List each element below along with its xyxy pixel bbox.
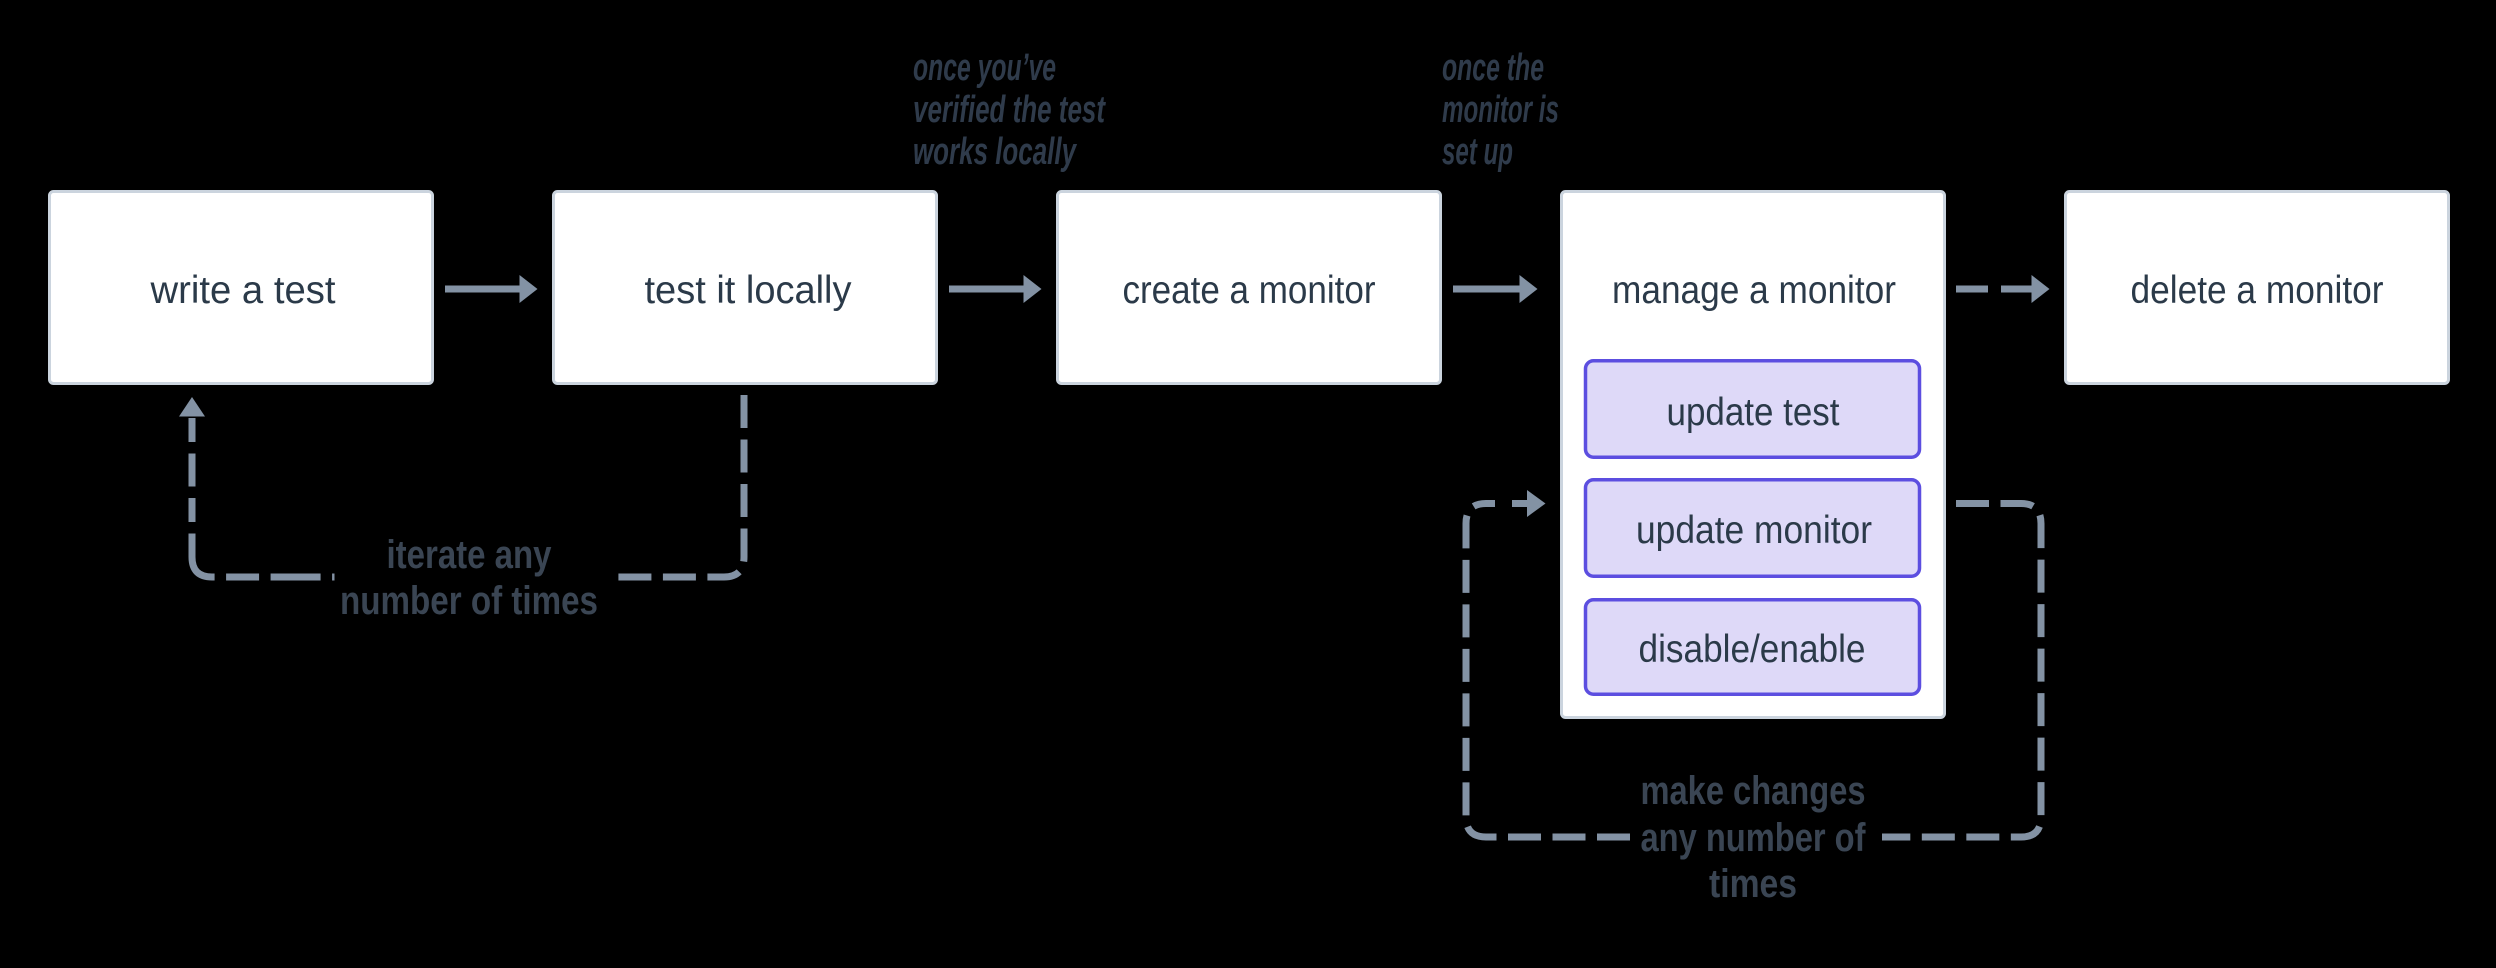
svg-text:write a test: write a test <box>150 269 336 312</box>
svg-text:works locally: works locally <box>913 131 1077 173</box>
svg-text:iterate any: iterate any <box>387 533 553 577</box>
svg-text:times: times <box>1709 862 1797 906</box>
svg-text:create a monitor: create a monitor <box>1123 269 1376 312</box>
svg-text:set up: set up <box>1442 131 1513 173</box>
svg-text:update monitor: update monitor <box>1636 509 1872 552</box>
svg-text:monitor is: monitor is <box>1442 89 1559 131</box>
svg-text:number of times: number of times <box>340 579 598 623</box>
svg-text:manage a monitor: manage a monitor <box>1612 269 1896 312</box>
svg-text:delete a monitor: delete a monitor <box>2131 269 2384 312</box>
svg-text:once the: once the <box>1442 47 1544 89</box>
svg-text:any number of: any number of <box>1641 816 1867 860</box>
svg-text:test it locally: test it locally <box>645 269 852 312</box>
svg-text:disable/enable: disable/enable <box>1639 628 1866 671</box>
svg-text:once you’ve: once you’ve <box>913 47 1056 89</box>
svg-text:make changes: make changes <box>1641 769 1866 813</box>
svg-text:update test: update test <box>1667 391 1840 434</box>
svg-text:verified the test: verified the test <box>913 89 1106 131</box>
